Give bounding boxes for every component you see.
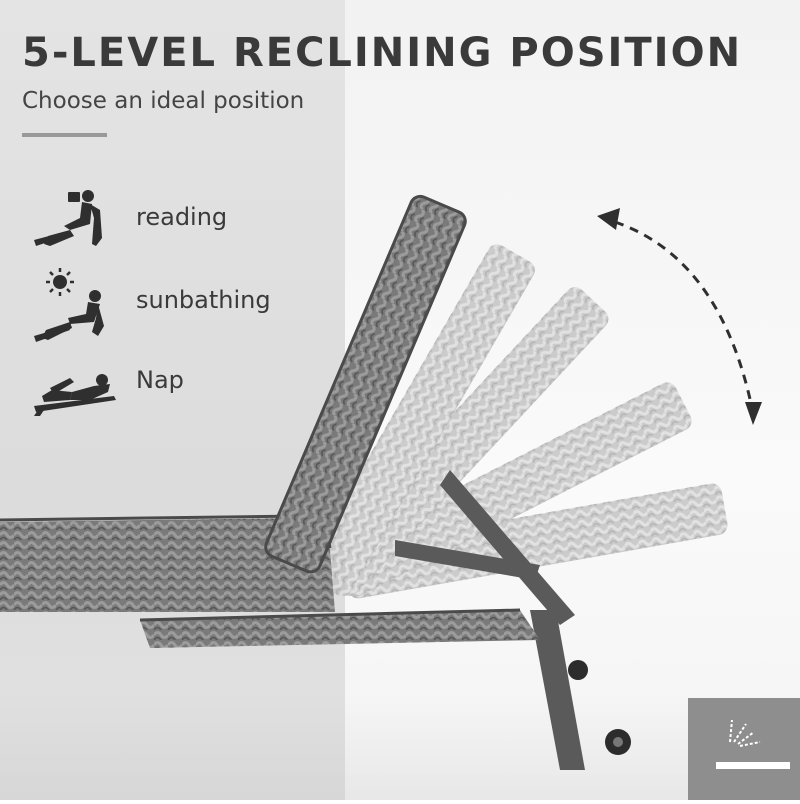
rotation-arrow [597, 208, 762, 425]
title-divider [22, 133, 107, 137]
lounger-backrest [264, 194, 467, 574]
feature-label: Nap [136, 366, 184, 394]
ghost-backrest-positions [304, 244, 728, 599]
ghost-backrest-4 [342, 483, 728, 599]
sunbathing-person-icon [34, 268, 104, 342]
feature-sunbathing: sunbathing [30, 266, 330, 342]
recline-positions-icon [716, 719, 790, 769]
feature-label: reading [136, 203, 228, 231]
sun-icon [46, 268, 74, 296]
lounger-frame [395, 470, 631, 770]
reading-person-icon [34, 190, 102, 246]
ghost-backrest-1 [304, 244, 535, 597]
ghost-backrest-3 [331, 382, 692, 597]
page-title: 5-LEVEL RECLINING POSITION [22, 30, 743, 76]
feature-nap: Nap [30, 360, 330, 420]
feature-reading: reading [30, 188, 330, 248]
floor-shadow [0, 690, 800, 800]
recline-badge [688, 698, 800, 800]
feature-label: sunbathing [136, 286, 271, 314]
napping-person-icon [34, 374, 116, 416]
page-subtitle: Choose an ideal position [22, 88, 305, 114]
